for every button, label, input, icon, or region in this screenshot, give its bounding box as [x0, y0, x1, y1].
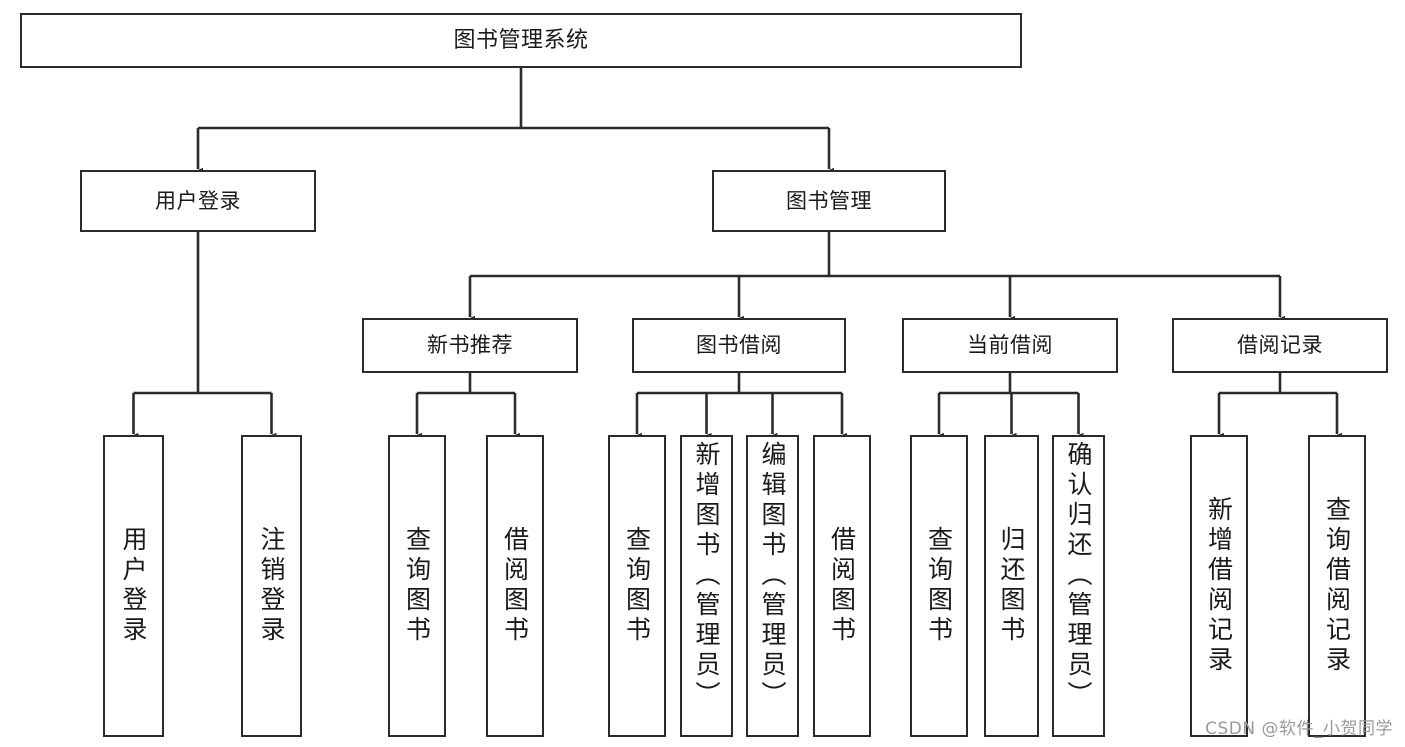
node-label: 图书借阅: [696, 333, 782, 358]
node-l-bw-query[interactable]: 查询图书: [608, 435, 666, 737]
node-label: 归还图书: [997, 526, 1026, 646]
node-l-cu-return[interactable]: 归还图书: [984, 435, 1039, 737]
node-n-current[interactable]: 当前借阅: [902, 318, 1118, 373]
node-l-logout[interactable]: 注销登录: [241, 435, 302, 737]
node-l-login[interactable]: 用户登录: [103, 435, 164, 737]
node-n-record[interactable]: 借阅记录: [1172, 318, 1388, 373]
node-label: 当前借阅: [967, 333, 1053, 358]
node-label: 编辑图书（管理员）: [758, 441, 787, 711]
node-label: 注销登录: [257, 526, 286, 646]
node-label: 新增借阅记录: [1204, 496, 1234, 676]
node-label: 用户登录: [155, 188, 241, 213]
node-l-nb-query[interactable]: 查询图书: [388, 435, 446, 737]
node-label: 图书管理系统: [453, 27, 589, 53]
node-l-rc-query[interactable]: 查询借阅记录: [1308, 435, 1366, 737]
node-l-bw-lend[interactable]: 借阅图书: [813, 435, 871, 737]
node-n-bookmgmt[interactable]: 图书管理: [712, 170, 946, 232]
node-l-bw-edit[interactable]: 编辑图书（管理员）: [746, 435, 799, 737]
node-label: 借阅图书: [500, 526, 530, 646]
node-l-cu-query[interactable]: 查询图书: [910, 435, 968, 737]
node-l-nb-borrow[interactable]: 借阅图书: [486, 435, 544, 737]
node-n-newbook[interactable]: 新书推荐: [362, 318, 578, 373]
node-label: 借阅记录: [1237, 333, 1323, 358]
node-label: 查询图书: [924, 526, 954, 646]
node-n-borrow[interactable]: 图书借阅: [632, 318, 846, 373]
node-l-bw-add[interactable]: 新增图书（管理员）: [680, 435, 733, 737]
node-label: 查询借阅记录: [1322, 496, 1352, 676]
node-label: 新书推荐: [427, 333, 513, 358]
node-l-rc-add[interactable]: 新增借阅记录: [1190, 435, 1248, 737]
node-root[interactable]: 图书管理系统: [20, 13, 1022, 68]
node-label: 查询图书: [622, 526, 652, 646]
node-n-login[interactable]: 用户登录: [80, 170, 316, 232]
node-label: 确认归还（管理员）: [1064, 441, 1093, 711]
node-label: 新增图书（管理员）: [692, 441, 721, 711]
node-label: 用户登录: [119, 526, 148, 646]
node-label: 查询图书: [402, 526, 432, 646]
node-label: 借阅图书: [827, 526, 857, 646]
node-l-cu-confirm[interactable]: 确认归还（管理员）: [1052, 435, 1105, 737]
csdn-watermark: CSDN @软件_小贺同学: [1205, 719, 1393, 739]
node-label: 图书管理: [786, 188, 872, 213]
